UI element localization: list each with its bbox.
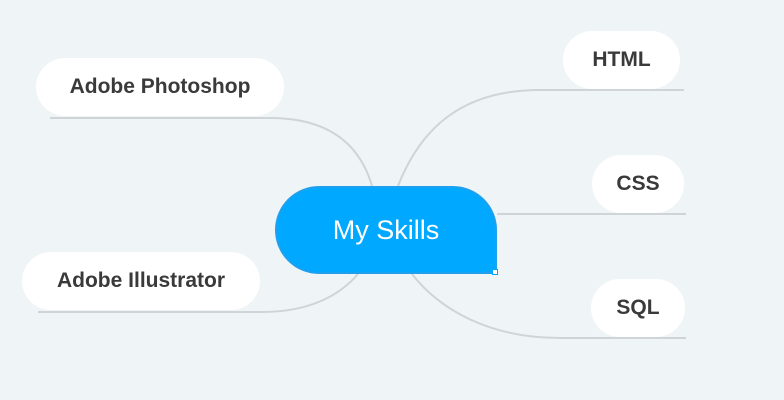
topic-adobe-illustrator[interactable]: Adobe Illustrator <box>22 252 260 310</box>
topic-label: CSS <box>616 172 660 195</box>
central-topic-label: My Skills <box>332 214 440 245</box>
topic-html[interactable]: HTML <box>563 31 680 89</box>
topic-label: Adobe Photoshop <box>69 75 251 98</box>
connector-sql <box>411 273 686 339</box>
resize-handle[interactable] <box>492 269 498 275</box>
topic-css[interactable]: CSS <box>592 155 684 213</box>
topic-label: SQL <box>616 296 660 319</box>
connector-html <box>397 89 684 187</box>
connector-photoshop <box>50 117 373 187</box>
topic-adobe-photoshop[interactable]: Adobe Photoshop <box>36 58 284 116</box>
topic-sql[interactable]: SQL <box>591 279 685 337</box>
topic-label: HTML <box>592 48 651 71</box>
central-topic-my-skills[interactable]: My Skills <box>275 186 497 274</box>
topic-label: Adobe Illustrator <box>56 269 225 292</box>
connector-illustrator <box>38 273 359 313</box>
